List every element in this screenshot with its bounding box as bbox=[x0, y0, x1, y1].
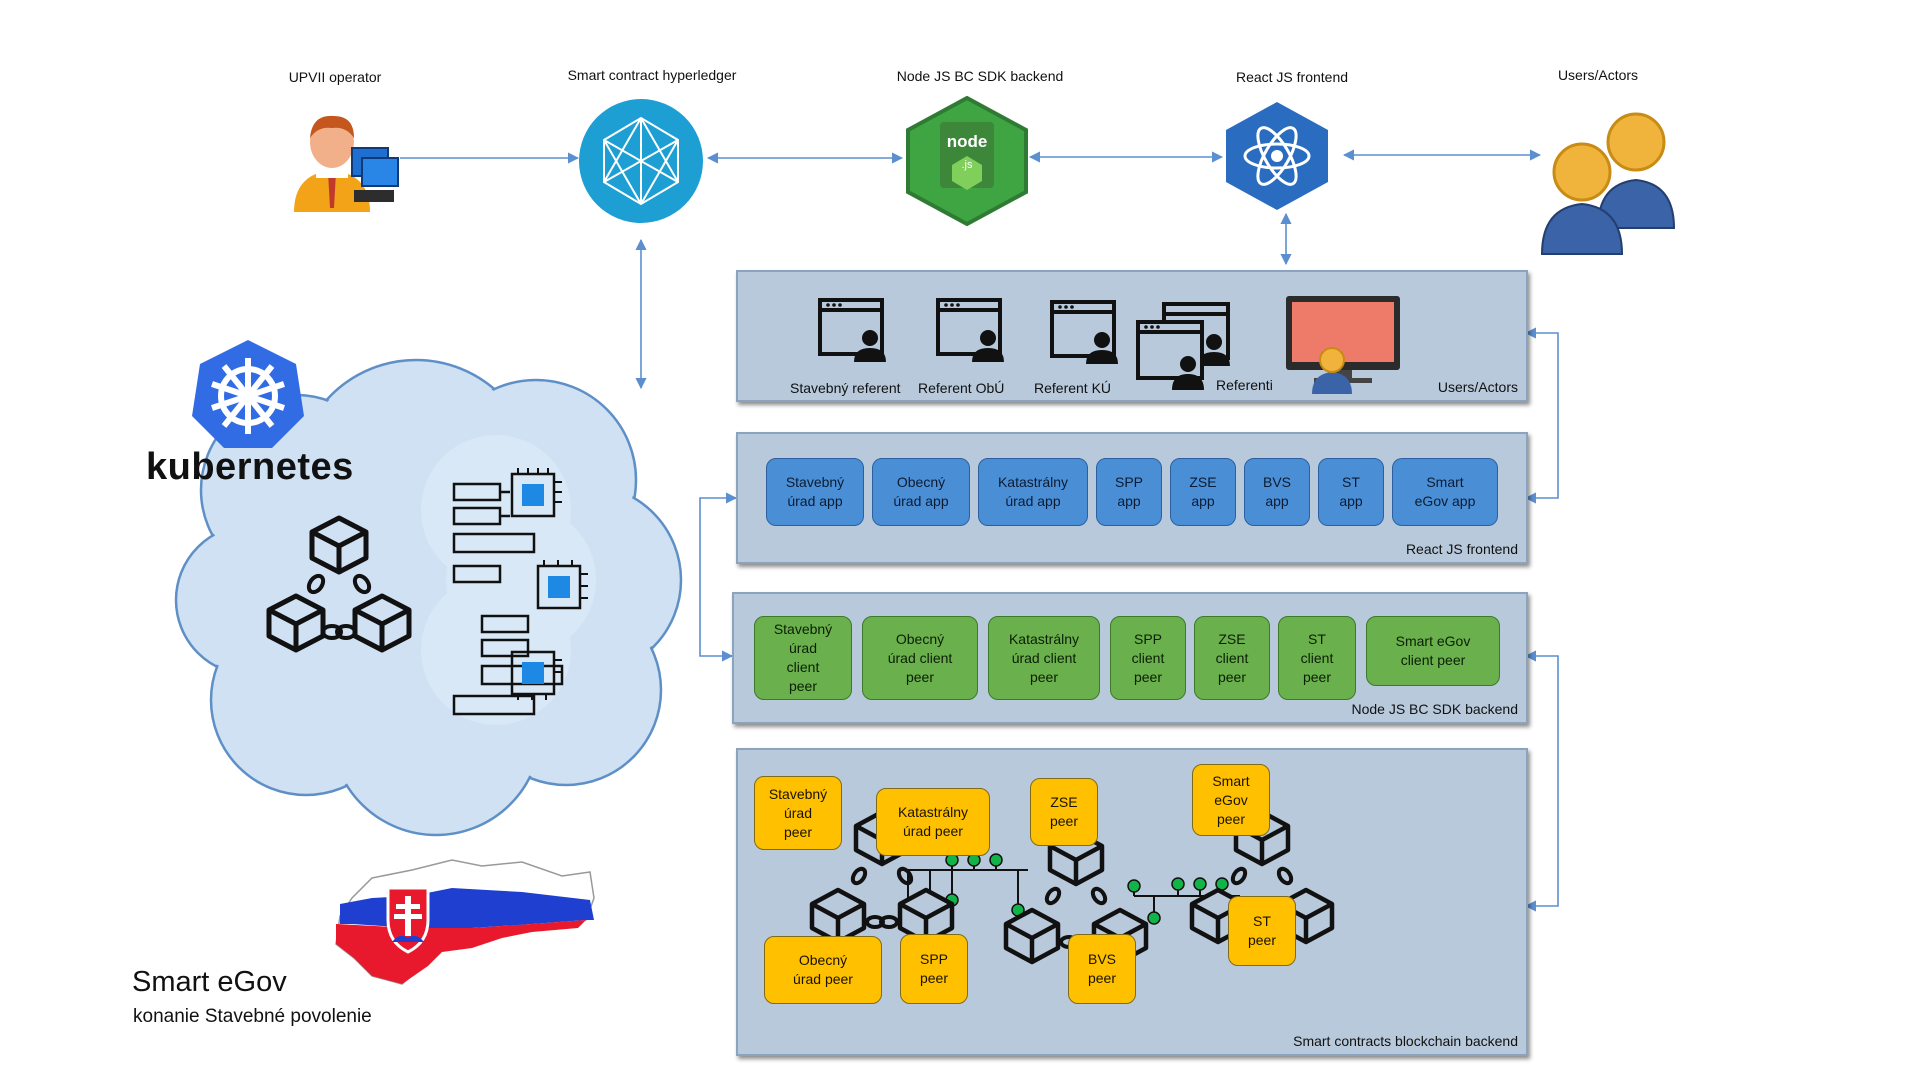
node-label: Node JS BC SDK backend bbox=[896, 68, 1064, 84]
hyperledger-label: Smart contract hyperledger bbox=[567, 67, 737, 83]
window-user-icon bbox=[818, 298, 886, 362]
monitor-user-icon bbox=[1286, 296, 1400, 394]
slovak-flag-icon bbox=[386, 886, 430, 954]
hyperledger-icon bbox=[579, 99, 703, 223]
peer-zse: ZSE peer bbox=[1030, 778, 1098, 846]
app-smart-egov: Smart eGov app bbox=[1392, 458, 1498, 526]
client-peer-smart-egov: Smart eGov client peer bbox=[1366, 616, 1500, 686]
react-node-bracket bbox=[699, 492, 738, 662]
peer-obecny: Obecný úrad peer bbox=[764, 936, 882, 1004]
peer-smart-egov: Smart eGov peer bbox=[1192, 764, 1270, 836]
client-peer-st: ST client peer bbox=[1278, 616, 1356, 700]
window-user-icon bbox=[1050, 300, 1118, 364]
client-peer-obecny: Obecný úrad client peer bbox=[862, 616, 978, 700]
window-user-icon bbox=[1136, 302, 1230, 390]
kubernetes-icon bbox=[192, 340, 304, 448]
users-actors-panel: Stavebný referent Referent ObÚ Referent … bbox=[736, 270, 1528, 402]
peer-bvs: BVS peer bbox=[1068, 934, 1136, 1004]
processor-icon bbox=[452, 468, 588, 716]
nodejs-logo-js: .js bbox=[961, 159, 973, 171]
nodejs-icon: node .js bbox=[904, 95, 1030, 227]
app-obecny: Obecný úrad app bbox=[872, 458, 970, 526]
kubernetes-logo-text: kubernetes bbox=[146, 446, 354, 488]
react-label: React JS frontend bbox=[1235, 69, 1349, 85]
node-chain-bracket bbox=[1524, 650, 1559, 912]
operator-label: UPVII operator bbox=[288, 69, 382, 85]
react-panel-title: React JS frontend bbox=[1405, 541, 1518, 557]
operator-icon bbox=[294, 115, 399, 212]
user-label-obu: Referent ObÚ bbox=[918, 380, 1005, 396]
user-label-referenti: Referenti bbox=[1216, 377, 1273, 393]
blockchain-icon bbox=[266, 515, 412, 653]
app-katastralny: Katastrálny úrad app bbox=[978, 458, 1088, 526]
react-frontend-panel: Stavebný úrad app Obecný úrad app Katast… bbox=[736, 432, 1528, 564]
users-panel-title: Users/Actors bbox=[1437, 379, 1518, 395]
users-label: Users/Actors bbox=[1557, 67, 1639, 83]
peer-network-icon bbox=[809, 809, 1335, 965]
user-label-ku: Referent KÚ bbox=[1034, 380, 1112, 396]
blockchain-backend-panel: Stavebný úrad peer Katastrálny úrad peer… bbox=[736, 748, 1528, 1056]
window-user-icon bbox=[936, 298, 1004, 362]
app-stavebny: Stavebný úrad app bbox=[766, 458, 864, 526]
peer-st: ST peer bbox=[1228, 896, 1296, 966]
client-peer-stavebny: Stavebný úrad client peer bbox=[754, 616, 852, 700]
app-bvs: BVS app bbox=[1244, 458, 1310, 526]
app-spp: SPP app bbox=[1096, 458, 1162, 526]
users-icon bbox=[1540, 112, 1676, 255]
peer-stavebny: Stavebný úrad peer bbox=[754, 776, 842, 850]
user-label-stavebny: Stavebný referent bbox=[790, 380, 901, 396]
chain-panel-title: Smart contracts blockchain backend bbox=[1293, 1033, 1518, 1049]
app-st: ST app bbox=[1318, 458, 1384, 526]
client-peer-zse: ZSE client peer bbox=[1194, 616, 1270, 700]
brand-subtitle: konanie Stavebné povolenie bbox=[133, 1006, 372, 1027]
users-react-bracket bbox=[1524, 327, 1559, 504]
react-icon bbox=[1226, 102, 1328, 210]
node-panel-title: Node JS BC SDK backend bbox=[1351, 701, 1518, 717]
peer-katastralny: Katastrálny úrad peer bbox=[876, 788, 990, 856]
client-peer-spp: SPP client peer bbox=[1110, 616, 1186, 700]
node-backend-panel: Stavebný úrad client peer Obecný úrad cl… bbox=[732, 592, 1528, 724]
brand-title: Smart eGov bbox=[132, 966, 287, 998]
app-zse: ZSE app bbox=[1170, 458, 1236, 526]
nodejs-logo-text: node bbox=[946, 132, 988, 151]
client-peer-katastralny: Katastrálny úrad client peer bbox=[988, 616, 1100, 700]
peer-spp: SPP peer bbox=[900, 934, 968, 1004]
slovakia-map-icon bbox=[335, 859, 595, 985]
